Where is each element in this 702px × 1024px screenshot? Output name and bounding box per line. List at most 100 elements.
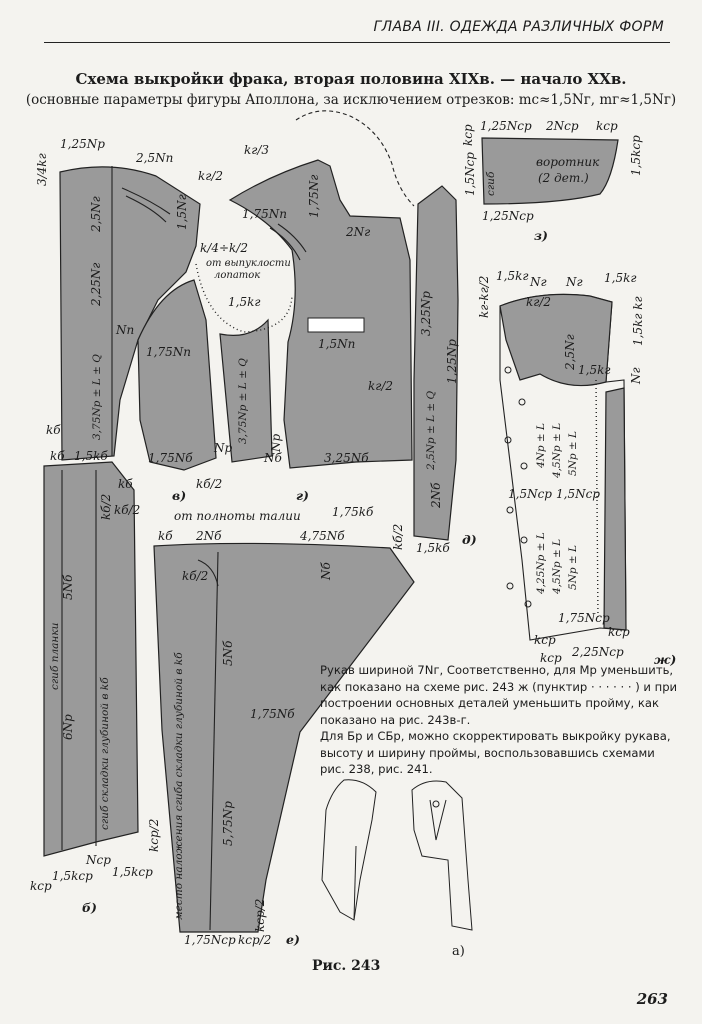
label-bn: 1,25Nср xyxy=(480,119,532,133)
label-bq: 1,5kср xyxy=(629,135,643,176)
label-cq: 5Nб xyxy=(221,640,235,666)
label-g: 2,5Nг xyxy=(89,196,103,233)
diagram-subtitle: (основные параметры фигуры Аполлона, за … xyxy=(25,92,677,108)
label-v: Nр xyxy=(269,434,283,454)
label-cu: kср/2 xyxy=(253,899,267,932)
label-bo: 2Nср xyxy=(545,119,579,133)
side-piece xyxy=(137,263,293,471)
label-e: kг/3 xyxy=(244,143,269,157)
label-i: 1,75Nг xyxy=(307,175,321,218)
button-markers xyxy=(504,366,532,608)
label-w: 1,75Nб xyxy=(148,451,193,465)
label-u: Nр xyxy=(213,441,233,455)
label-cw: kср/2 xyxy=(238,933,271,947)
label-bh: 1,75Nср xyxy=(558,611,610,625)
tail-piece xyxy=(153,542,415,933)
figure-label: Рис. 243 xyxy=(312,958,381,974)
label-b: 1,25Nр xyxy=(60,137,105,151)
caption-note: Рукав шириной 7Nг, Соответственно, для М… xyxy=(320,662,680,778)
label-aw: 1,5kг xyxy=(578,363,610,377)
label-bx: з) xyxy=(534,228,548,243)
label-ay: Nг xyxy=(629,367,643,385)
label-at: kг/2 xyxy=(526,295,551,309)
label-bm: ж) xyxy=(654,652,676,667)
label-cx: е) xyxy=(286,932,300,947)
label-ce: сгиб складки глубиной в kб xyxy=(99,677,111,830)
label-au: kг-kг/2 xyxy=(477,276,491,318)
label-ak: 2Nб xyxy=(429,482,443,509)
label-be: 4,25Nр ± L xyxy=(535,532,547,595)
label-q: 1,5Nп xyxy=(318,337,355,351)
label-cs: 5,75Nр xyxy=(221,801,235,846)
label-ac: kб/2 xyxy=(99,494,113,520)
label-ab: kб/2 xyxy=(196,477,222,491)
label-cb: 5Nб xyxy=(61,574,75,600)
label-cv: 1,75Nср xyxy=(184,933,236,947)
label-am: kб/2 xyxy=(391,524,405,550)
label-k: k/4÷k/2 xyxy=(200,241,248,255)
label-cp: Nб xyxy=(319,562,333,582)
label-n: 2,25Nг xyxy=(89,263,103,307)
label-cg: Nср xyxy=(85,853,111,867)
label-bk: 2,25Nср xyxy=(571,645,624,659)
tailcoat-sketches xyxy=(321,779,473,931)
label-s: 3,75Nр ± L ± Q xyxy=(91,354,103,440)
label-cm: 2Nб xyxy=(195,529,222,543)
label-y: 3,25Nб xyxy=(324,451,369,465)
figure-a-label: а) xyxy=(452,944,465,959)
label-bl: kср xyxy=(540,651,562,665)
front-piece xyxy=(228,110,415,469)
label-cn: 4,75Nб xyxy=(299,529,345,543)
label-z: kб xyxy=(46,423,61,437)
label-f: 1,5Nг xyxy=(175,194,189,230)
label-ag: kг/2 xyxy=(368,379,393,393)
label-r: 1,75Nп xyxy=(146,345,191,359)
label-p: 1,5kг xyxy=(228,295,260,309)
label-az: 4Nр ± L xyxy=(535,423,547,469)
label-cl: kб xyxy=(158,529,173,543)
label-bw: 1,25Nср xyxy=(482,209,534,223)
label-d: kг/2 xyxy=(198,169,223,183)
lapel-piece xyxy=(499,293,627,641)
label-ap: 1,5kг xyxy=(496,269,528,283)
caption-paragraph-1: Рукав шириной 7Nг, Соответственно, для М… xyxy=(320,663,678,727)
label-cc: 6Nр xyxy=(61,714,75,740)
label-ad: в) xyxy=(172,488,186,503)
label-l: от выпуклости xyxy=(206,258,291,269)
label-cj: 1,5kср xyxy=(112,865,153,879)
label-ck: б) xyxy=(82,900,97,915)
facing-piece xyxy=(413,185,459,541)
label-bj: kср xyxy=(608,625,630,639)
label-bb: 5Nр ± L xyxy=(567,431,579,476)
label-av: 2,5Nг xyxy=(563,334,577,371)
label-bv: (2 дет.) xyxy=(538,171,589,185)
label-ar: Nг xyxy=(529,275,547,289)
label-ci: 1,5kср xyxy=(52,869,93,883)
label-bt: сгиб xyxy=(485,171,497,196)
label-o: Nп xyxy=(115,323,134,337)
label-ah: 3,25Nр xyxy=(419,291,433,336)
collar-piece xyxy=(481,137,619,205)
label-al: 1,75kб xyxy=(332,505,374,519)
label-bc: 1,5Nср xyxy=(508,487,552,501)
label-ca: kб/2 xyxy=(114,503,140,517)
label-bf: 4,5Nр ± L xyxy=(551,539,563,595)
label-ae: г) xyxy=(296,488,309,503)
label-t: 3,75Nр ± L ± Q xyxy=(237,358,249,444)
label-as: Nг xyxy=(565,275,583,289)
page-number: 263 xyxy=(636,990,668,1008)
label-aj: 1,25Nр xyxy=(445,339,459,384)
label-ao: д) xyxy=(462,532,477,547)
label-j: 2Nг xyxy=(345,225,370,239)
label-bs: kср xyxy=(461,124,475,146)
page-header: ГЛАВА III. ОДЕЖДА РАЗЛИЧНЫХ ФОРМ xyxy=(44,16,670,43)
label-x: Nб xyxy=(263,451,283,465)
label-a: 3/4kг xyxy=(35,153,49,186)
label-br: 1,5Nср xyxy=(463,152,477,196)
label-af: от полноты талии xyxy=(174,509,301,523)
label-m: лопаток xyxy=(214,270,260,281)
label-co: kб/2 xyxy=(182,569,208,583)
label-bp: kср xyxy=(596,119,618,133)
caption-paragraph-2: Для Бр и СБр, можно скорректировать выкр… xyxy=(320,729,671,776)
